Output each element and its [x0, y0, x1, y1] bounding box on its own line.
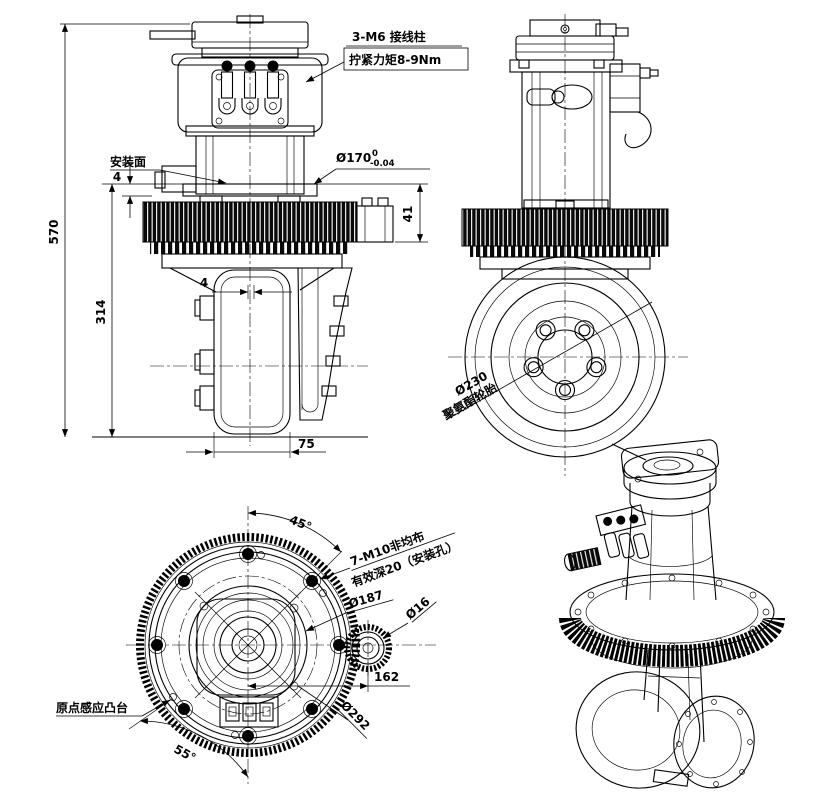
cable-hook	[624, 111, 652, 149]
dim-mounting-height: 314	[94, 299, 108, 324]
dim-flange-tol-lower: -0.04	[370, 159, 395, 169]
dim-face-step: 4	[113, 170, 121, 184]
dim-45-arc	[247, 509, 342, 553]
dim-angle-right: 45°	[287, 513, 313, 534]
iso-hub-bolts	[676, 699, 753, 787]
dim-gear-height: 41	[401, 206, 415, 223]
top-notch	[236, 15, 264, 24]
motor-body-front	[195, 135, 305, 195]
eye-fitting	[551, 84, 593, 110]
wheel-side	[448, 256, 688, 458]
terminal-note-box	[343, 47, 469, 71]
gear-teeth-ring	[136, 533, 360, 757]
housing-outline	[196, 598, 296, 696]
iso-terminals	[595, 504, 650, 559]
iso-gear-teeth	[559, 616, 785, 667]
iso-wheel	[575, 671, 755, 789]
dim-55-arc	[139, 717, 249, 778]
center-hub	[231, 628, 265, 662]
dim-flange-dia: Ø170	[336, 151, 371, 165]
mounting-face-label: 安装面	[110, 154, 146, 169]
dim-total-height: 570	[47, 219, 61, 244]
top-view: 45° 7-M10非均布 有效深20（安装孔） Ø187 Ø16 162 Ø29…	[56, 506, 460, 784]
iso-knob	[564, 547, 602, 572]
pinion-label: Ø16	[403, 594, 437, 623]
connector-box	[609, 63, 641, 113]
terminal-box	[177, 57, 323, 133]
gear-dia-label: Ø292	[336, 698, 373, 739]
iso-tire	[575, 671, 701, 789]
lifting-lug	[149, 30, 196, 40]
swivel-hub	[161, 253, 343, 269]
origin-boss-label: 原点感应凸台	[56, 700, 128, 715]
isometric-view	[559, 439, 785, 789]
wheel-front	[213, 269, 291, 435]
bolt-circle	[178, 575, 318, 715]
terminal-note-line2: 拧紧力矩8-9Nm	[349, 52, 441, 67]
side-view: Ø230 聚氨酯轮胎	[439, 14, 688, 476]
steering-gear-ring-front	[142, 201, 358, 243]
front-view: 570 314 4 安装面 3-M6 接线柱 拧紧力矩8-9Nm Ø170 0 …	[47, 14, 469, 458]
origin-boss	[169, 693, 177, 701]
dim-wheel-offset: 4	[200, 276, 208, 290]
dim-angle-left: 55°	[172, 742, 199, 765]
steering-gear-ring-side	[461, 208, 669, 247]
iso-hub-flange	[673, 695, 755, 789]
terminal-note-line1: 3-M6 接线柱	[352, 29, 426, 44]
motor-body-side	[521, 71, 611, 209]
iso-top-plate	[620, 439, 720, 479]
dim-wheel-width: 75	[298, 437, 315, 451]
terminal-block-top	[219, 696, 279, 728]
fork-arm	[297, 267, 353, 421]
dim-flange-tol-upper: 0	[372, 149, 378, 159]
terminal-studs	[218, 60, 282, 115]
dim-gear-outer-dia: Ø292	[338, 698, 373, 733]
antenna-wire	[611, 443, 647, 461]
mounting-flange	[182, 183, 318, 197]
gear-teeth-front	[150, 242, 350, 254]
hole-note: 7-M10非均布 有效深20（安装孔）	[348, 528, 460, 590]
pinion-housing	[356, 205, 394, 243]
dim-pinion-center-distance: 162	[374, 670, 399, 684]
wheel-bolts-front	[194, 295, 215, 411]
tire-leader	[445, 301, 653, 421]
gear-teeth-side	[470, 246, 660, 257]
iso-flange-holes	[574, 574, 770, 650]
hub-bolts	[523, 320, 607, 401]
